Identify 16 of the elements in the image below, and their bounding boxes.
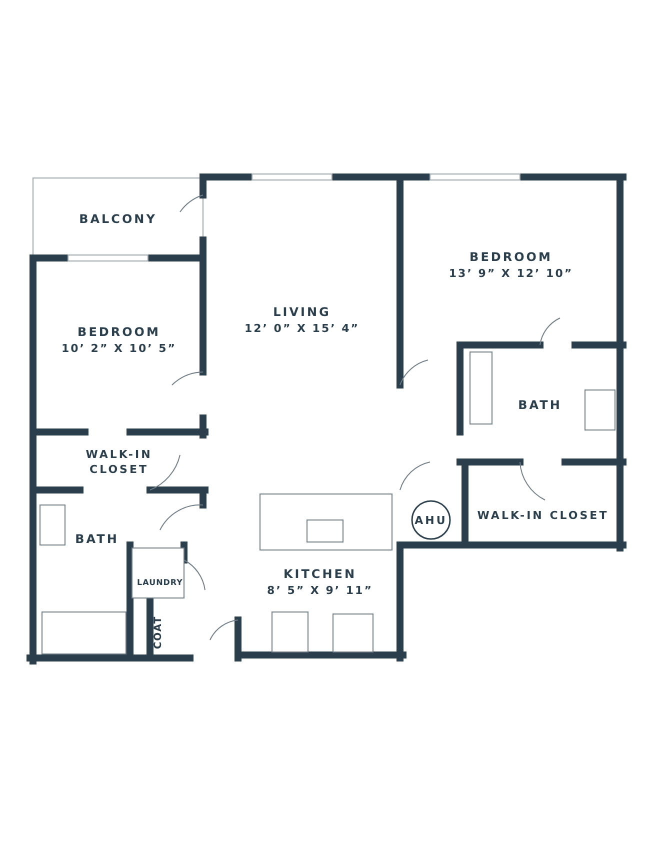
room-name: BATH [75, 532, 119, 546]
room-name: BEDROOM [470, 250, 552, 264]
room-name: KITCHEN [283, 567, 357, 581]
room-name: LIVING [273, 305, 331, 319]
room-name: COAT [154, 615, 164, 649]
room-name: AHU [414, 514, 448, 526]
room-name: WALK-IN CLOSET [84, 447, 154, 477]
room-name: LAUNDRY [137, 578, 183, 586]
room-dimensions: 13’ 9” X 12’ 10” [448, 267, 574, 280]
room-name: BEDROOM [78, 325, 160, 339]
room-dimensions: 8’ 5” X 9’ 11” [267, 584, 373, 597]
room-name: BATH [518, 398, 562, 412]
room-name: BALCONY [79, 212, 157, 226]
room-name: WALK-IN CLOSET [477, 508, 609, 522]
room-dimensions: 10’ 2” X 10’ 5” [61, 342, 177, 355]
room-dimensions: 12’ 0” X 15’ 4” [244, 322, 360, 335]
